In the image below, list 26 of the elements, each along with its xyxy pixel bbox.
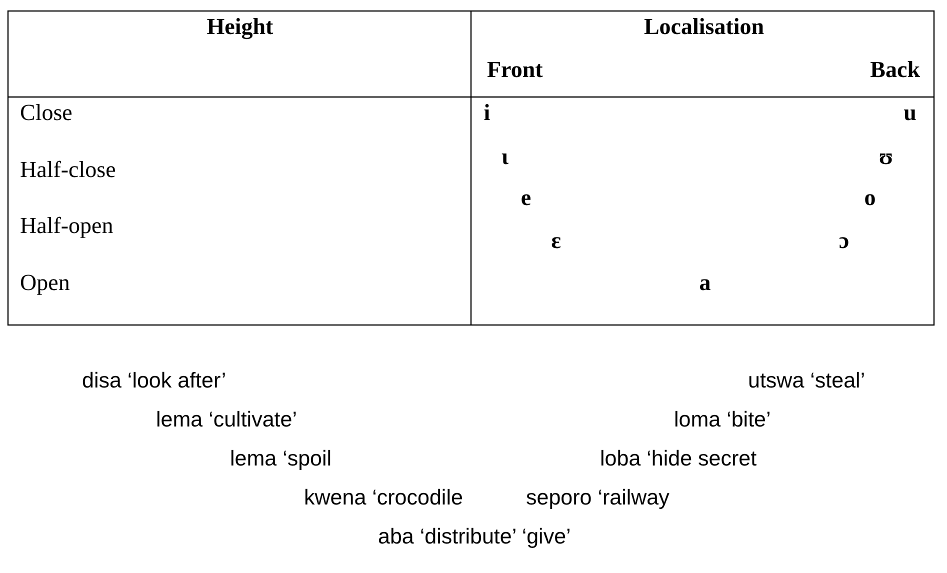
vowel-symbol: a xyxy=(699,270,711,296)
vowel-symbol: ι xyxy=(501,144,509,170)
row-label: Open xyxy=(20,270,70,296)
row-label: Half-close xyxy=(20,156,116,184)
column-header: Localisation xyxy=(644,14,764,40)
example-word: aba ‘distribute’ ‘give’ xyxy=(378,524,571,550)
example-word: lema ‘cultivate’ xyxy=(156,408,297,432)
row-label: Close xyxy=(20,100,72,126)
example-word: disa ‘look after’ xyxy=(82,368,226,394)
vowel-symbol: ʊ xyxy=(878,144,894,170)
example-word: utswa ‘steal’ xyxy=(748,368,866,394)
column-header: Back xyxy=(870,56,920,84)
column-header: Front xyxy=(487,56,543,84)
example-word: seporo ‘railway xyxy=(526,486,670,510)
vowel-symbol: ɛ xyxy=(551,228,561,254)
row-label: Half-open xyxy=(20,212,114,240)
example-word: loma ‘bite’ xyxy=(674,408,771,432)
vowel-symbol: i xyxy=(484,100,490,126)
vowel-symbol: u xyxy=(904,100,916,126)
example-word: kwena ‘crocodile xyxy=(304,486,463,510)
example-word: lema ‘spoil xyxy=(230,446,332,472)
vowel-symbol: e xyxy=(520,184,532,212)
column-header: Height xyxy=(206,14,274,40)
vowel-symbol: o xyxy=(864,184,876,212)
example-word: loba ‘hide secret xyxy=(600,446,757,472)
vowel-symbol: ɔ xyxy=(838,228,850,254)
